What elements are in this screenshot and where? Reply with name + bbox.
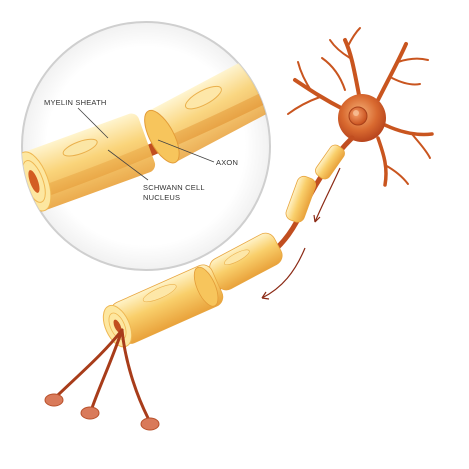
schwann-leader <box>107 149 149 181</box>
myelin-sheath-label: MYELIN SHEATH <box>44 98 106 107</box>
schwann-cell-label: SCHWANN CELL <box>143 183 205 192</box>
synaptic-terminal <box>44 393 160 431</box>
neuron <box>44 27 434 431</box>
myelin-segment <box>315 144 345 180</box>
curved-arrow-icon <box>313 167 341 223</box>
zoom-inset: MYELIN SHEATH AXON SCHWANN CELL NUCLEUS <box>21 21 271 271</box>
myelin-sheath-leader <box>77 107 109 139</box>
curved-arrow-icon <box>261 247 306 300</box>
axon-terminals <box>56 328 150 420</box>
inset-myelin-segment <box>144 59 270 164</box>
axon-leader <box>157 139 215 163</box>
myelin-segment <box>285 175 317 223</box>
myelin-segment <box>102 264 224 348</box>
axon-label: AXON <box>216 158 238 167</box>
cell-nucleus <box>348 106 368 126</box>
nucleus-label: NUCLEUS <box>143 193 180 202</box>
dendrites <box>287 27 434 187</box>
